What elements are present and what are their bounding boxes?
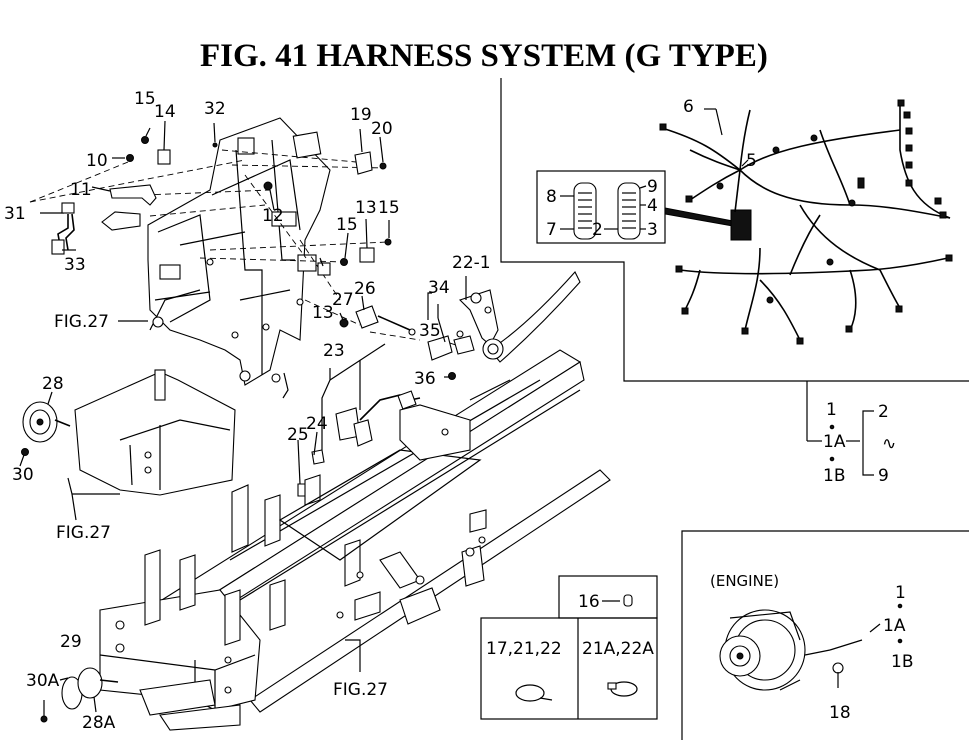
engine-1a: 1A — [883, 616, 906, 636]
legend-1: 1 — [826, 400, 837, 420]
part-35 — [427, 335, 453, 361]
callout-13b: 13 — [312, 303, 334, 323]
callout-17-21-22: 17,21,22 — [486, 639, 562, 659]
callout-labels: 15 14 32 10 11 31 33 12 19 20 13 15 15 1… — [4, 89, 913, 733]
callout-26: 26 — [354, 279, 376, 299]
callout-15: 15 — [134, 89, 156, 109]
callout-3: 3 — [647, 220, 658, 240]
engine-18: 18 — [829, 703, 851, 723]
callout-27: 27 — [332, 290, 354, 310]
callout-30: 30 — [12, 465, 34, 485]
callout-9: 9 — [647, 177, 658, 197]
callout-25: 25 — [287, 425, 309, 445]
part-19 — [354, 151, 373, 175]
legend-2: 2 — [878, 402, 889, 422]
connector-left — [573, 182, 597, 240]
fig-ref-3: FIG.27 — [333, 680, 388, 700]
callout-13: 13 — [355, 198, 377, 218]
callout-5: 5 — [746, 151, 757, 171]
figure-title: FIG. 41 HARNESS SYSTEM (G TYPE) — [200, 38, 768, 74]
callout-11: 11 — [70, 180, 92, 200]
callout-30a: 30A — [26, 671, 60, 691]
connector-right — [617, 182, 641, 240]
callout-34: 34 — [428, 278, 450, 298]
callout-23: 23 — [323, 341, 345, 361]
callout-33: 33 — [64, 255, 86, 275]
callout-28a: 28A — [82, 713, 116, 733]
callout-36: 36 — [414, 369, 436, 389]
callout-21a-22a: 21A,22A — [582, 639, 654, 659]
engine-box — [681, 530, 969, 740]
part-13 — [359, 247, 375, 263]
legend-tilde: ∿ — [882, 434, 896, 454]
engine-1b: 1B — [891, 652, 913, 672]
fig-ref-2: FIG.27 — [56, 523, 111, 543]
callout-19: 19 — [350, 105, 372, 125]
part-15-screw — [141, 136, 149, 144]
callout-15c: 15 — [336, 215, 358, 235]
callout-22-1: 22-1 — [452, 253, 491, 273]
connector-detail-box — [536, 170, 666, 244]
engine-label: (ENGINE) — [710, 572, 779, 590]
harness-inset — [500, 78, 969, 382]
fig-ref-1: FIG.27 — [54, 312, 109, 332]
callout-8: 8 — [546, 187, 557, 207]
engine-1: 1 — [895, 583, 906, 603]
callout-7: 7 — [546, 220, 557, 240]
legend-1a: 1A — [823, 432, 846, 452]
callout-2: 2 — [592, 220, 603, 240]
callout-32: 32 — [204, 99, 226, 119]
part-14 — [157, 149, 171, 165]
callout-10: 10 — [86, 151, 108, 171]
callout-29: 29 — [60, 632, 82, 652]
callout-12: 12 — [262, 206, 284, 226]
clamp-table — [480, 575, 658, 720]
callout-16: 16 — [578, 592, 600, 612]
dash-frame — [147, 117, 331, 399]
chassis-frame — [74, 271, 611, 731]
horn-28a — [77, 667, 103, 699]
callout-14: 14 — [154, 102, 176, 122]
callout-20: 20 — [371, 119, 393, 139]
callout-15b: 15 — [378, 198, 400, 218]
legend-9: 9 — [878, 466, 889, 486]
part-16-icon — [623, 594, 633, 607]
part-10 — [126, 154, 134, 162]
legend-1b: 1B — [823, 466, 845, 486]
callout-leaders — [19, 120, 467, 716]
callout-35: 35 — [419, 321, 441, 341]
callout-31: 31 — [4, 204, 26, 224]
callout-28: 28 — [42, 374, 64, 394]
callout-24: 24 — [306, 414, 328, 434]
part-11-mount — [101, 211, 141, 231]
horn-assembly — [21, 401, 119, 723]
callout-6: 6 — [683, 97, 694, 117]
part-11-bracket — [109, 184, 157, 206]
variant-legend — [806, 381, 874, 476]
callout-4: 4 — [647, 196, 658, 216]
